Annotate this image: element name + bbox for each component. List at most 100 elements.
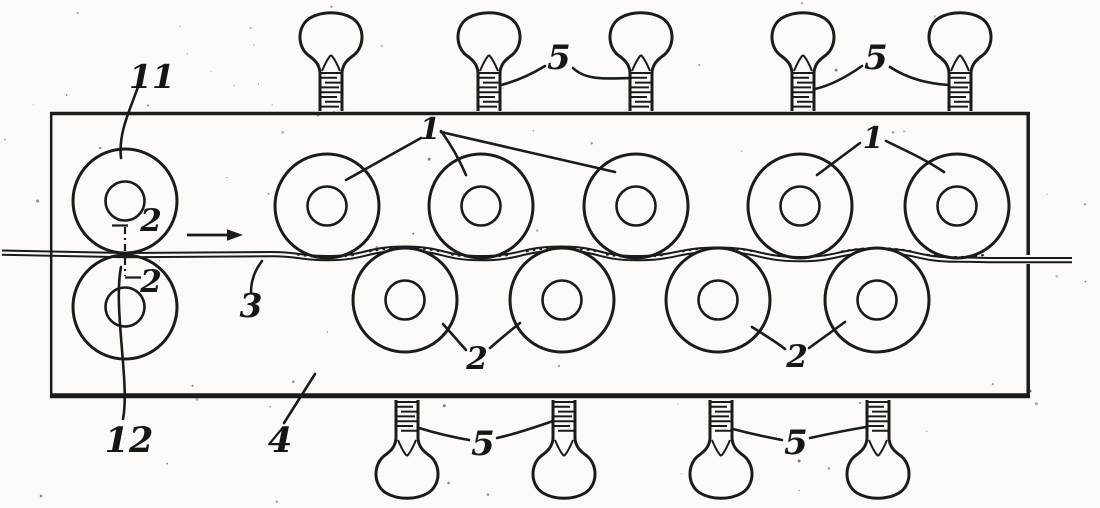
speckle — [158, 259, 161, 262]
neck-fillet — [488, 54, 499, 72]
hidden-strip-edge — [681, 247, 755, 253]
upper-rollers-group — [71, 147, 1011, 361]
speckle — [677, 403, 679, 405]
speckle — [292, 380, 295, 383]
arrow-head — [227, 229, 243, 241]
lower-roller — [664, 246, 772, 354]
machine-frame — [49, 111, 1030, 399]
speckle — [1046, 193, 1048, 196]
lower-roller-bore — [697, 279, 739, 321]
neck-fillet — [406, 439, 417, 457]
speckle — [32, 104, 34, 106]
label-nip-upper: 2 — [139, 203, 162, 239]
speckle — [99, 146, 102, 150]
leader-11 — [119, 82, 141, 160]
neck-fillet — [802, 54, 813, 72]
speckle — [191, 384, 194, 387]
label-nip-lower: 2 — [139, 264, 162, 300]
speckle — [891, 130, 895, 134]
leader-lines — [117, 64, 951, 442]
hidden-roller-edge — [926, 253, 988, 258]
speckle — [427, 157, 431, 161]
neck-fillet — [321, 54, 332, 72]
leader-5-topright-b — [888, 65, 951, 87]
screw-body — [298, 11, 364, 111]
speckle — [269, 406, 271, 408]
leader-5-topleft-a — [499, 64, 547, 87]
hidden-roller-edge — [769, 253, 831, 258]
screw-body — [608, 11, 674, 111]
speckle — [797, 459, 801, 463]
speckle — [903, 130, 906, 133]
speckle — [933, 15, 936, 18]
upper-roller-bore — [615, 185, 657, 227]
neck-fillet — [711, 439, 722, 457]
speckle — [226, 176, 228, 179]
speckle — [166, 462, 169, 465]
lower-roller-bore — [541, 279, 583, 321]
speckle — [281, 130, 285, 134]
leader-1-right-b — [884, 139, 946, 174]
screw-body — [927, 11, 993, 111]
leader-5-bottomright-b — [808, 425, 868, 440]
speckle — [195, 397, 199, 401]
leader-5-topright-a — [813, 64, 864, 91]
speckle — [827, 467, 831, 470]
speckle — [39, 494, 43, 498]
speckle — [186, 52, 189, 55]
adjusting-screw-bottom — [374, 400, 440, 500]
label-entry-top-roller: 11 — [129, 57, 175, 96]
leader-1-left-b — [439, 129, 468, 177]
speckle — [210, 71, 212, 73]
lower-rollers-group — [351, 246, 931, 354]
speckle — [4, 138, 6, 141]
adjusting-screw-bottom — [531, 400, 597, 500]
neck-fillet — [330, 54, 341, 72]
speckle — [267, 192, 270, 195]
hidden-strip-edge — [368, 247, 442, 253]
label-upper-rollers-right: 1 — [863, 121, 884, 156]
upper-roller — [273, 152, 381, 260]
screw-body — [688, 400, 754, 500]
speckle — [36, 199, 40, 203]
label-screws-bottom-left: 5 — [471, 424, 495, 464]
reference-numerals: 11 12 2 2 3 4 1 1 5 5 5 5 2 2 — [105, 38, 888, 464]
neck-fillet — [631, 54, 642, 72]
speckle — [926, 430, 928, 432]
lower-roller-bore — [384, 279, 426, 321]
leader-2-bottomright-b — [807, 320, 847, 350]
leader-2-bottomleft-b — [488, 321, 522, 350]
leader-3 — [249, 259, 264, 294]
speckle — [858, 401, 862, 405]
adjusting-screw-bottom — [845, 400, 911, 500]
leader-5-bottomright-a — [731, 427, 784, 442]
speckle — [486, 493, 490, 496]
speckle — [834, 68, 838, 72]
lower-roller-bore — [856, 279, 898, 321]
speckle — [65, 94, 68, 96]
strip-top-edge — [1, 245, 1072, 259]
label-screws-top-left: 5 — [547, 38, 571, 78]
upper-roller-bore — [306, 185, 348, 227]
speckle — [330, 5, 333, 8]
speckle — [532, 129, 535, 132]
label-lower-rollers-right: 2 — [785, 339, 808, 375]
leader-2-bottomleft-a — [441, 322, 468, 352]
adjusting-screws-group — [298, 11, 993, 500]
speckle — [253, 44, 255, 46]
label-frame: 4 — [268, 420, 292, 461]
speckle — [257, 83, 260, 85]
screw-body — [374, 400, 440, 500]
label-entry-bottom-roller: 12 — [105, 420, 154, 461]
speckle — [179, 25, 181, 28]
entry-top-roller-bore — [104, 180, 146, 222]
speckle — [147, 104, 150, 107]
upper-roller — [903, 152, 1011, 260]
entry-bottom-roller — [71, 253, 179, 361]
speckle — [798, 489, 800, 492]
neck-fillet — [950, 54, 961, 72]
neck-fillet — [640, 54, 651, 72]
speckle — [412, 232, 415, 235]
leader-1-left-c — [439, 130, 617, 174]
